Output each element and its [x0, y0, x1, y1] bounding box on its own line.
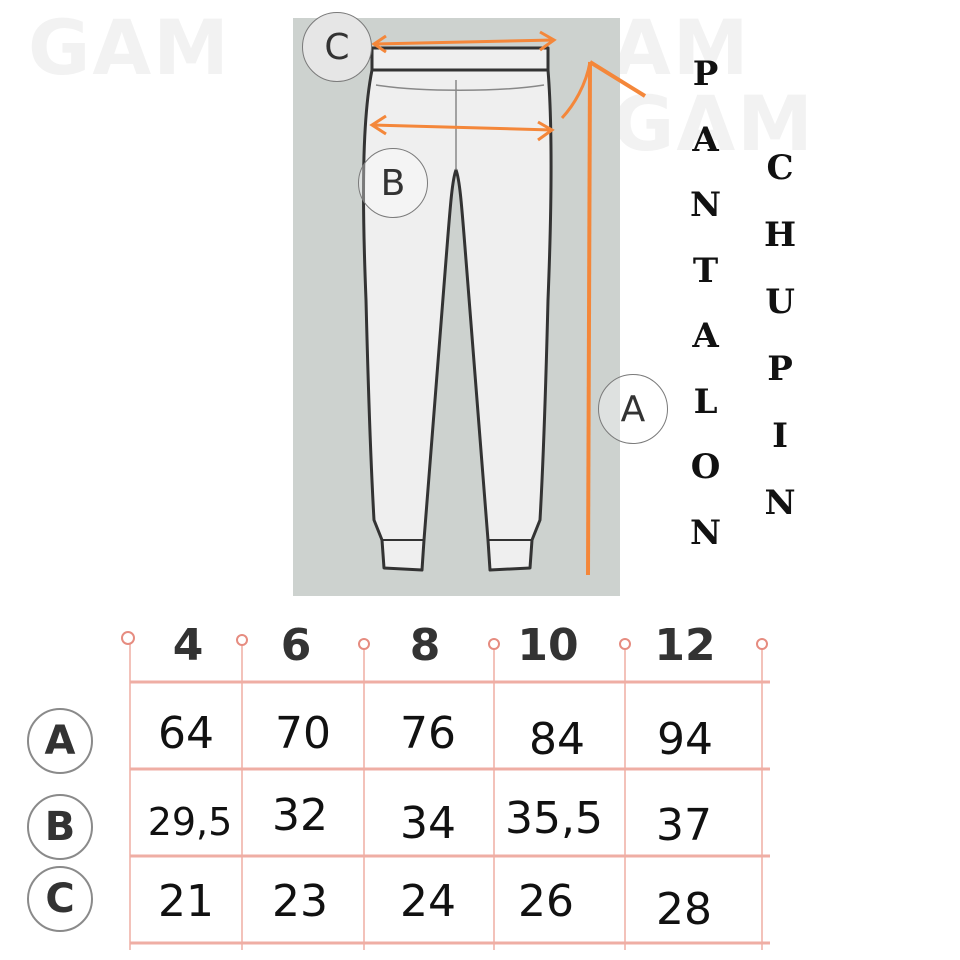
label-a-circle: A — [598, 374, 668, 444]
size-header: 4 — [172, 620, 204, 671]
table-cell: 76 — [400, 708, 456, 759]
table-cell: 28 — [656, 884, 712, 935]
measure-a-arrow — [560, 60, 647, 576]
table-cell: 94 — [657, 714, 713, 765]
size-header: 8 — [409, 620, 441, 671]
label-c-circle: C — [302, 12, 372, 82]
table-cell: 37 — [656, 800, 712, 851]
letter: H — [764, 215, 797, 255]
table-cell: 84 — [529, 714, 585, 765]
letter: N — [764, 483, 796, 523]
garment-illustration — [362, 30, 647, 576]
vertical-word-chupin: C H U P I N — [764, 135, 796, 537]
table-cell: 35,5 — [505, 793, 603, 844]
table-cell: 24 — [400, 876, 456, 927]
size-table-grid — [121, 631, 770, 950]
row-label-b: B — [27, 794, 93, 860]
watermark-right: AM GAM — [612, 3, 815, 168]
table-cell: 64 — [158, 708, 214, 759]
table-cell: 34 — [400, 798, 456, 849]
letter: I — [772, 416, 789, 456]
measure-c-arrow — [371, 30, 557, 54]
size-header: 10 — [517, 620, 579, 671]
letter: P — [767, 349, 793, 389]
letter: A — [692, 316, 719, 356]
letter: O — [690, 447, 721, 487]
letter: N — [690, 185, 722, 225]
label-b-circle: B — [358, 148, 428, 218]
table-cell: 21 — [158, 876, 214, 927]
vertical-word-pantalon: P A N T A L O N — [690, 42, 721, 566]
measure-b-arrow — [369, 114, 555, 142]
letter: U — [765, 282, 795, 322]
letter: L — [693, 381, 718, 422]
letter: C — [766, 148, 794, 188]
letter: A — [692, 119, 719, 160]
row-label-a: A — [27, 708, 93, 774]
letter: P — [692, 54, 719, 94]
size-header: 6 — [280, 620, 312, 671]
size-header: 12 — [654, 620, 716, 671]
letter: N — [690, 512, 722, 553]
table-cell: 23 — [272, 876, 328, 927]
table-cell: 32 — [272, 790, 328, 841]
letter: T — [692, 250, 719, 291]
row-label-c: C — [27, 866, 93, 932]
watermark-left: GAM — [28, 3, 231, 92]
table-cell: 70 — [275, 708, 331, 759]
table-cell: 29,5 — [147, 800, 233, 844]
table-cell: 26 — [518, 876, 574, 927]
